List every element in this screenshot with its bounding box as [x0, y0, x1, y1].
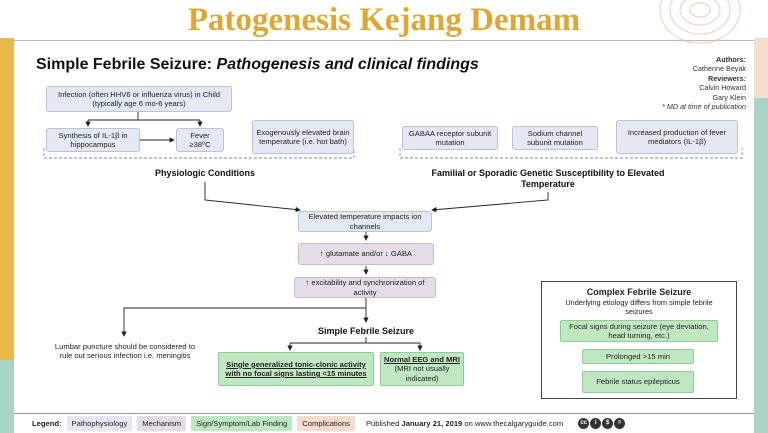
- sodium-channel-mutation-node: Sodium channel subunit mutation: [512, 126, 598, 150]
- decorative-swirl: [659, 0, 741, 44]
- complex-subtitle: Underlying etiology differs from simple …: [565, 298, 713, 316]
- legend-label: Legend:: [32, 419, 62, 428]
- published-date: January 21, 2019: [401, 419, 463, 428]
- published-prefix: Published: [365, 419, 400, 428]
- reviewer-name-2: Gary Klein: [712, 92, 746, 102]
- reviewer-name-1: Calvin Howard: [699, 83, 746, 93]
- complex-item-focal-signs: Focal signs during seizure (eye deviatio…: [560, 320, 718, 342]
- slide-divider: [14, 40, 754, 41]
- authors-label: Authors:: [716, 55, 746, 64]
- gaba-receptor-mutation-node: GABAA receptor subunit mutation: [402, 126, 498, 150]
- lumbar-puncture-note: Lumbar puncture should be considered to …: [54, 342, 196, 361]
- complex-item-prolonged: Prolonged >15 min: [582, 349, 694, 364]
- legend-mechanism: Mechanism: [137, 416, 187, 431]
- left-accent-band: [0, 38, 14, 433]
- il1b-synthesis-node: Synthesis of IL-1β in hippocampus: [46, 128, 140, 152]
- left-accent-band-bottom: [0, 360, 14, 433]
- normal-eeg-mri-note: (MRI not usually indicated): [394, 364, 450, 383]
- legend-sign-symptom: Sign/Symptom/Lab Finding: [191, 416, 293, 431]
- heading-sub: Pathogenesis and clinical findings: [216, 56, 479, 73]
- genetic-susceptibility-label: Familial or Sporadic Genetic Susceptibil…: [431, 168, 665, 189]
- complex-title: Complex Febrile Seizure: [586, 287, 692, 297]
- reviewers-label: Reviewers:: [708, 73, 746, 83]
- right-accent-band-top: [754, 38, 768, 98]
- single-generalized-seizure-node: Single generalized tonic-clonic activity…: [218, 352, 374, 386]
- infection-node: Infection (often HHV6 or influenza virus…: [46, 86, 232, 112]
- glutamate-gaba-node: ↑ glutamate and/or ↓ GABA: [298, 243, 434, 265]
- legend-pathophysiology: Pathophysiology: [66, 416, 133, 431]
- heading-main: Simple Febrile Seizure:: [36, 56, 213, 73]
- gaba-receptor-text: GABAA receptor subunit mutation: [408, 128, 492, 147]
- exogenous-temperature-node: Exogenously elevated brain temperature (…: [252, 120, 354, 154]
- legend-complications: Complications: [297, 416, 355, 431]
- fever-node: Fever ≥38⁰C: [176, 128, 224, 152]
- complex-febrile-seizure-box: Complex Febrile Seizure Underlying etiol…: [541, 281, 737, 399]
- simple-febrile-seizure-label: Simple Febrile Seizure: [317, 326, 415, 336]
- right-accent-band: [754, 38, 768, 433]
- fever-mediators-node: Increased production of fever mediators …: [616, 120, 738, 154]
- normal-eeg-mri-title: Normal EEG and MRI: [384, 355, 460, 365]
- physiologic-conditions-label: Physiologic Conditions: [154, 168, 255, 178]
- author-name: Catherine Beyak: [692, 64, 746, 74]
- published-info: Published January 21, 2019 on www.thecal…: [366, 419, 563, 428]
- complex-item-status-epilepticus: Febrile status epilepticus: [582, 371, 694, 393]
- published-suffix: on www.thecalgaryguide.com: [464, 419, 564, 428]
- excitability-node: ↑ excitability and synchronization of ac…: [294, 277, 436, 298]
- legend-bar: Legend: Pathophysiology Mechanism Sign/S…: [14, 413, 754, 433]
- diagram-heading: Simple Febrile Seizure: Pathogenesis and…: [36, 56, 479, 74]
- authors-block: Authors: Catherine Beyak Reviewers: Calv…: [606, 55, 746, 111]
- authors-note: * MD at time of publication: [662, 102, 746, 112]
- elevated-temperature-node: Elevated temperature impacts ion channel…: [298, 211, 432, 232]
- slide-title: Patogenesis Kejang Demam: [187, 2, 581, 38]
- normal-eeg-mri-node: Normal EEG and MRI (MRI not usually indi…: [380, 352, 464, 386]
